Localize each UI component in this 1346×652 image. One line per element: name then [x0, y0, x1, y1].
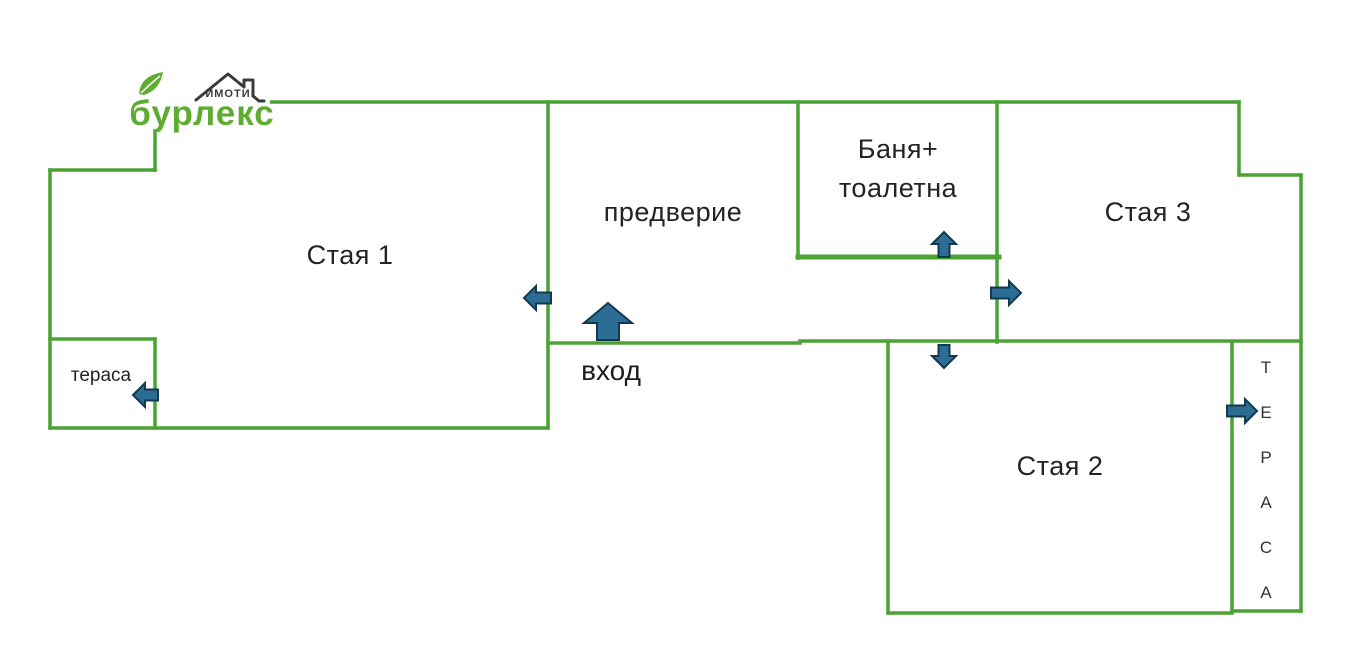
logo-brand: бурлекс — [129, 94, 274, 133]
logo-tagline: ИМОТИ — [205, 88, 250, 100]
terrace-right-letter: А — [1260, 583, 1272, 602]
room1-label: Стая 1 — [307, 240, 394, 270]
bathroom-label-line1: Баня+ — [858, 134, 939, 164]
terrace-right-letter: Е — [1260, 403, 1271, 422]
terrace-right-door-arrow-icon — [1226, 396, 1259, 426]
logo-background — [126, 58, 270, 130]
bathroom-label-line2: тоалетна — [839, 173, 958, 203]
terrace-left-door-arrow-icon — [131, 380, 159, 410]
entrance-arrow-icon — [581, 301, 635, 341]
room-labels: Стая 1 предверие Баня+ тоалетна Стая 3 С… — [71, 134, 1191, 481]
terrace-right-letter: Т — [1261, 358, 1271, 377]
terrace-right-letter: Р — [1260, 448, 1271, 467]
walls — [48, 100, 1303, 615]
terrace-right-letter: А — [1260, 493, 1272, 512]
entrance-label: вход — [581, 355, 641, 386]
room2-door-arrow-icon — [929, 344, 959, 370]
house-icon — [194, 72, 266, 103]
vestibule-label: предверие — [604, 197, 743, 227]
room3-door-arrow-icon — [990, 278, 1023, 308]
door-arrows — [131, 230, 1259, 426]
room2-label: Стая 2 — [1017, 451, 1104, 481]
terrace-right-letter: С — [1260, 538, 1272, 557]
terrace-left-label: тераса — [71, 365, 132, 386]
leaf-vein — [140, 75, 161, 94]
terrace-right-vertical-label: Т Е Р А С А — [1260, 358, 1272, 602]
agency-logo: ИМОТИ бурлекс — [126, 58, 274, 133]
bathroom-door-arrow-icon — [929, 230, 959, 258]
room1-door-arrow-icon — [522, 283, 552, 313]
room3-label: Стая 3 — [1105, 197, 1192, 227]
